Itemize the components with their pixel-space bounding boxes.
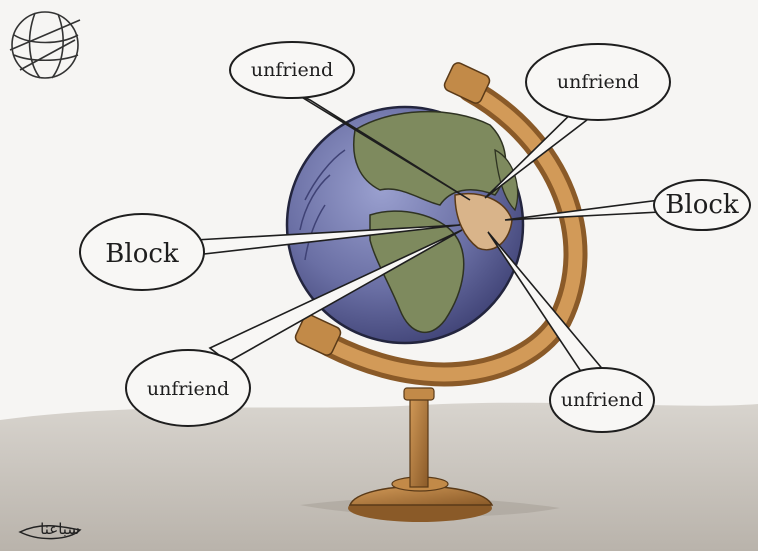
bubble-5-text: unfriend xyxy=(147,378,229,400)
land-middle-east xyxy=(454,193,513,251)
speech-bubble-3: Block xyxy=(653,179,751,231)
globe-stand xyxy=(348,387,494,522)
arc-cap-top xyxy=(443,62,491,104)
arc-cap-bottom xyxy=(294,314,342,356)
speech-bubble-2: unfriend xyxy=(525,43,671,121)
signature-text: سباعنا xyxy=(40,520,80,538)
bubble-tails xyxy=(194,89,661,386)
speech-bubble-4: Block xyxy=(79,213,205,291)
bubble-3-text: Block xyxy=(665,190,739,220)
bubble-2-text: unfriend xyxy=(557,71,639,93)
artist-signature: سباعنا xyxy=(18,520,82,540)
ground xyxy=(0,402,758,551)
speech-bubble-5: unfriend xyxy=(125,349,251,427)
bubble-6-text: unfriend xyxy=(561,389,643,411)
land-europe-asia xyxy=(353,110,507,206)
bubble-1-text: unfriend xyxy=(251,59,333,81)
bubble-4-text: Block xyxy=(105,239,179,269)
speech-bubble-6: unfriend xyxy=(549,367,655,433)
globe-doodle-icon xyxy=(9,11,81,79)
speech-bubble-1: unfriend xyxy=(229,41,355,99)
